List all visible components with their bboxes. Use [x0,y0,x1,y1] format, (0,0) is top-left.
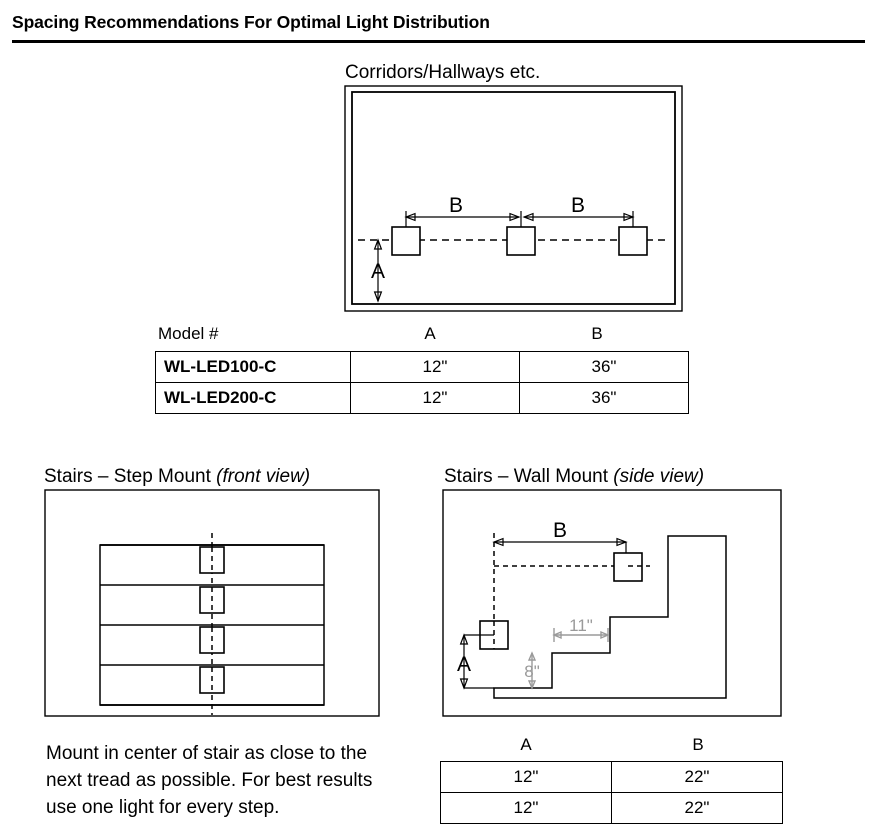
table-row: 12" 22" [440,761,783,793]
wall-mount-dim-b-label: B [553,519,567,542]
corridor-dim-a-label: A [371,260,385,283]
cell-b: 22" [611,792,783,824]
table-row: WL-LED200-C 12" 36" [155,382,689,414]
wall-mount-tread-label: 11" [569,616,593,635]
corridor-dim-b1-label: B [449,194,463,217]
cell-b: 36" [519,382,689,414]
step-mount-note: Mount in center of stair as close to the… [46,743,373,818]
wall-mount-caption-italic: (side view) [613,466,705,487]
cell-b: 36" [519,351,689,383]
wall-mount-table-header-a: A [520,735,532,754]
cell-a: 12" [440,792,612,824]
step-mount-caption: Stairs – Step Mount (front view) [44,466,310,488]
cell-a: 12" [350,351,520,383]
wall-mount-riser-label: 8" [524,662,540,681]
step-mount-caption-main: Stairs – Step Mount [44,466,217,487]
corridor-diagram: B B A [344,85,684,313]
wall-mount-caption: Stairs – Wall Mount (side view) [444,466,704,488]
corridor-caption: Corridors/Hallways etc. [345,62,541,83]
cell-model: WL-LED200-C [155,382,351,414]
step-mount-caption-italic: (front view) [216,466,311,487]
wall-mount-dim-a-label: A [457,653,471,676]
corridor-dim-b2-label: B [571,194,585,217]
page-title: Spacing Recommendations For Optimal Ligh… [12,12,490,32]
cell-b: 22" [611,761,783,793]
corridor-table-header-b: B [591,324,603,343]
wall-mount-table-header-b: B [692,735,704,754]
table-row: 12" 22" [440,792,783,824]
cell-model: WL-LED100-C [155,351,351,383]
cell-a: 12" [350,382,520,414]
cell-a: 12" [440,761,612,793]
corridor-table-header-a: A [424,324,436,343]
corridor-table: WL-LED100-C 12" 36" WL-LED200-C 12" 36" [155,351,689,414]
wall-mount-table: 12" 22" 12" 22" [440,761,783,824]
wall-mount-diagram: B A 8" 11" [442,489,782,717]
title-divider [12,40,865,43]
table-row: WL-LED100-C 12" 36" [155,351,689,383]
corridor-table-header-model: Model # [158,324,219,343]
step-mount-diagram [44,489,380,717]
wall-mount-caption-main: Stairs – Wall Mount [444,466,614,487]
